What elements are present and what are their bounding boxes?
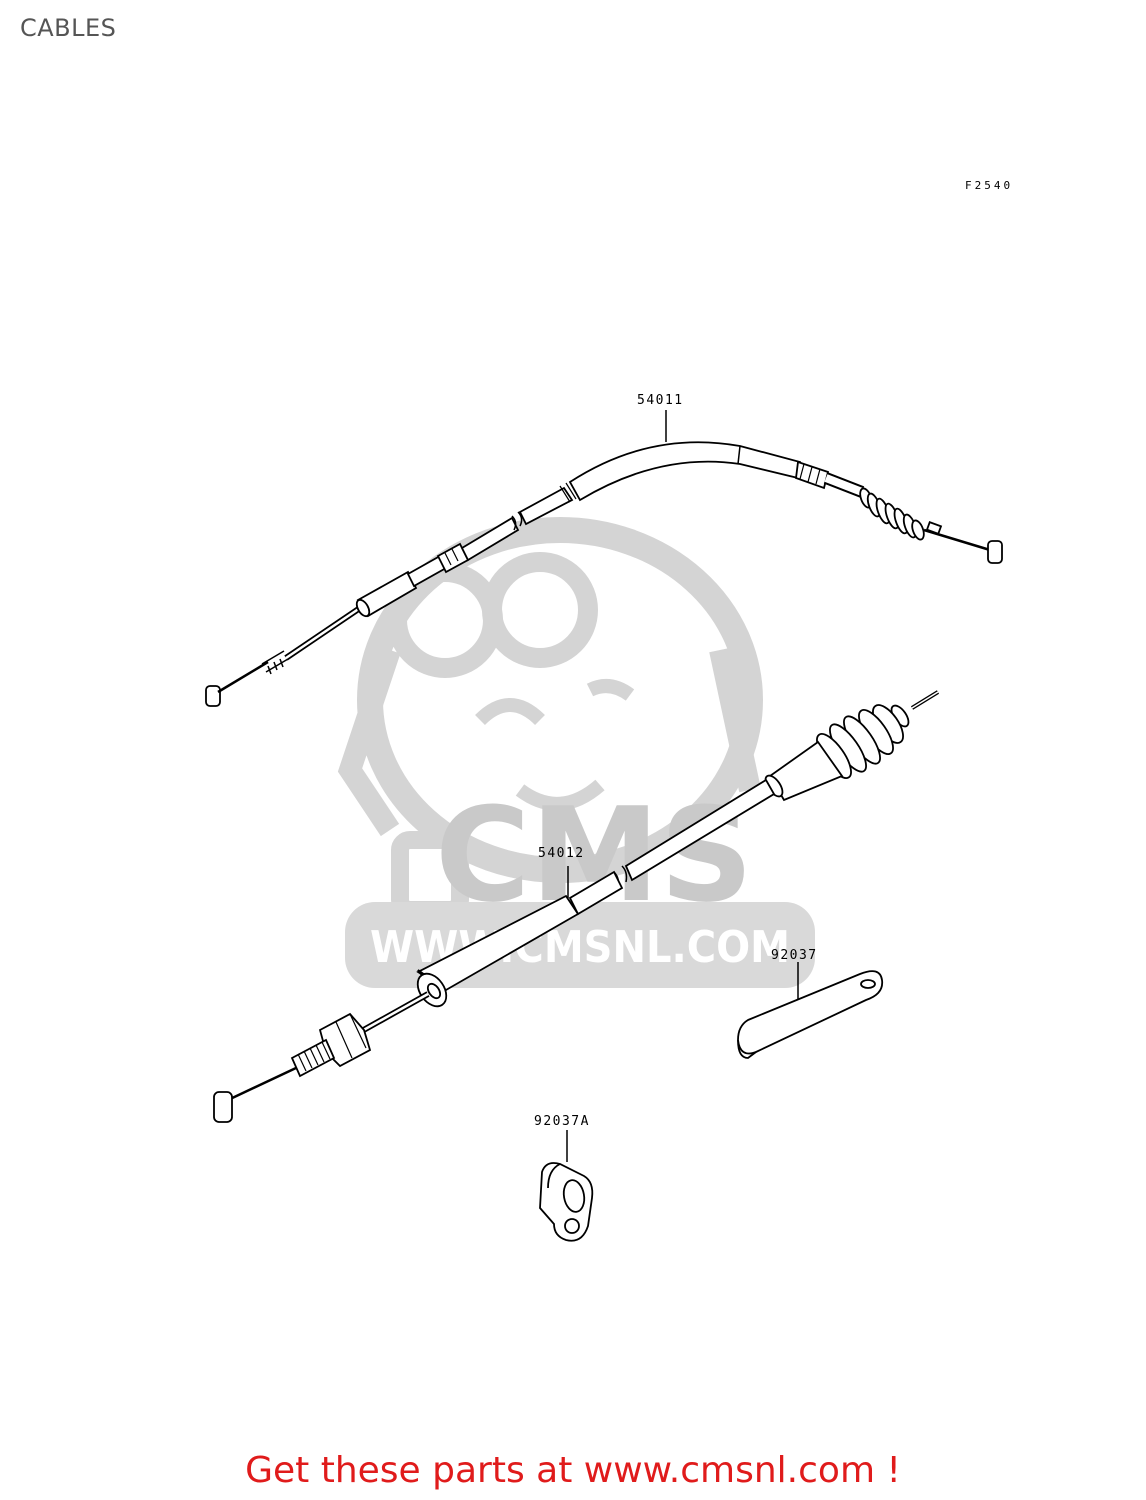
inner-wire-end	[227, 1066, 297, 1102]
page-title: CABLES	[20, 14, 117, 42]
footer-cta-link[interactable]: Get these parts at www.cmsnl.com !	[245, 1450, 901, 1491]
outer-cable-left-segment	[460, 516, 520, 562]
inner-wire-left	[217, 660, 269, 694]
end-fitting-right	[795, 460, 830, 490]
adjuster-left	[261, 650, 289, 675]
callout-92037: 92037	[771, 948, 818, 963]
cable-end-nipple-right	[987, 540, 1003, 564]
cable-end-nipple-left	[205, 685, 221, 707]
dust-boot	[816, 704, 910, 779]
parts-diagram: CMS WWW.CMSNL.COM F2540	[205, 179, 1013, 1242]
outer-cable-mid-segment	[518, 486, 574, 526]
spring-coil	[859, 487, 925, 541]
flat-clamp-92037	[737, 962, 884, 1059]
cable-end-nipple-lower	[213, 1091, 233, 1123]
watermark: CMS WWW.CMSNL.COM	[337, 517, 815, 988]
outer-cable-upper	[624, 778, 776, 882]
callout-54011: 54011	[637, 393, 684, 408]
cable-54011	[205, 410, 1003, 707]
figure-code: F2540	[965, 179, 1013, 192]
flat-clamp-body	[737, 970, 884, 1055]
cable-54012	[213, 690, 940, 1123]
callout-92037A: 92037A	[534, 1114, 590, 1129]
outer-cable-curve	[568, 441, 801, 502]
small-clamp-92037A	[539, 1130, 594, 1242]
small-clamp-hole	[564, 1218, 580, 1234]
threaded-barrel	[290, 1038, 336, 1078]
boot-taper	[768, 740, 844, 802]
callout-54012: 54012	[538, 846, 585, 861]
flat-clamp-hole	[860, 979, 876, 989]
